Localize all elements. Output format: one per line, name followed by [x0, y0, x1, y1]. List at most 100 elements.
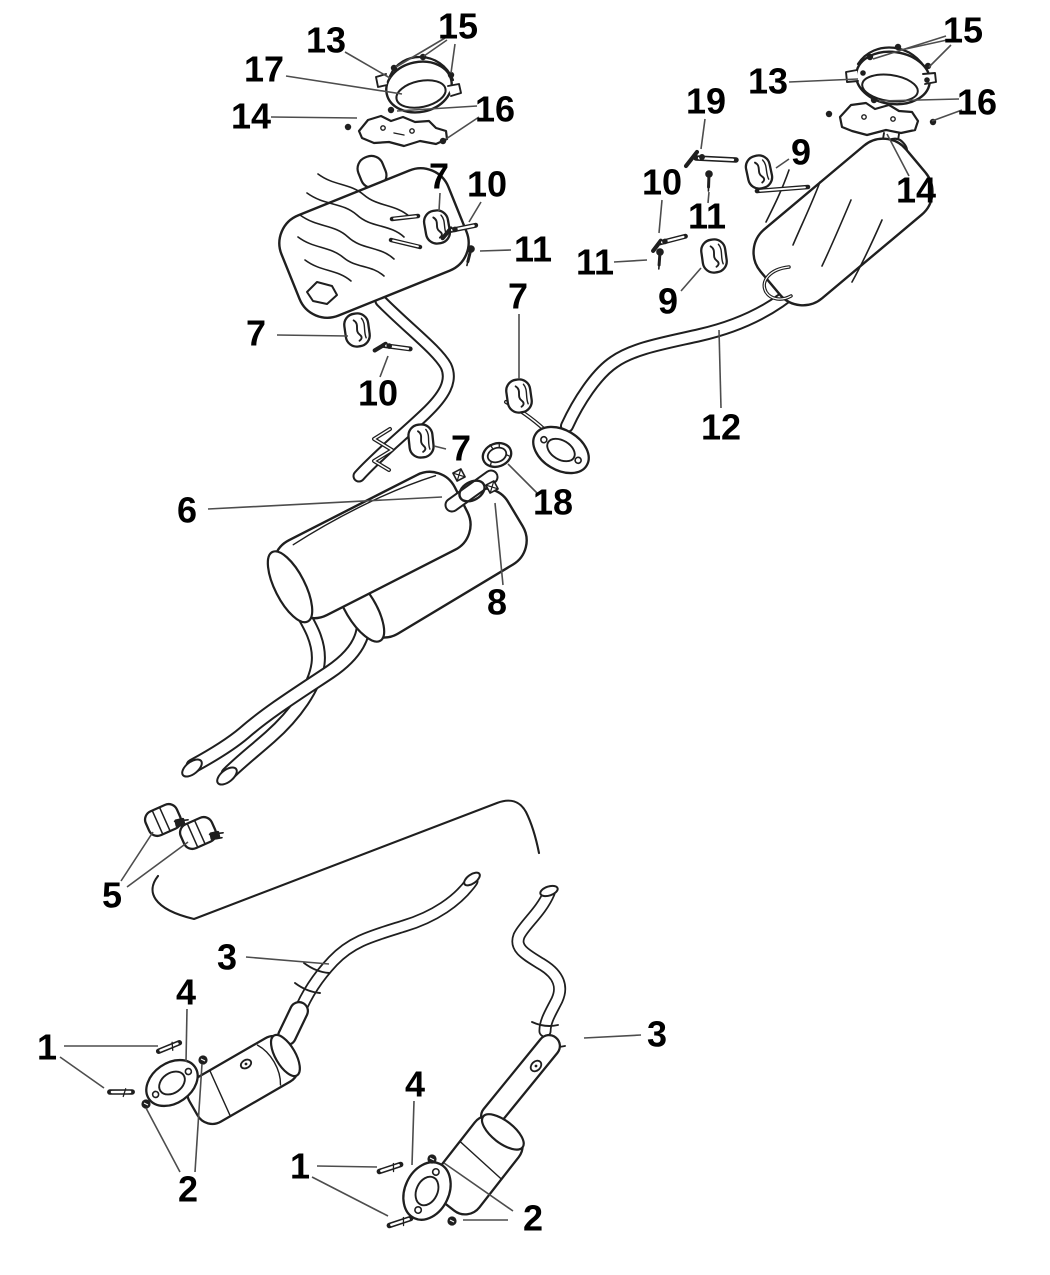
converter-flange: [402, 1161, 452, 1221]
leader-line-12: [718, 329, 722, 409]
callout-11-12: 11: [688, 196, 726, 237]
callout-9-10: 9: [791, 132, 811, 173]
tip-tab-left: [375, 73, 388, 88]
leader-line-16: [931, 109, 963, 122]
leader-line-16: [396, 105, 478, 112]
tailpipe-end: [181, 758, 203, 778]
leader-line-7: [438, 192, 441, 212]
leader-line-4: [411, 1100, 415, 1166]
flange-stud-1: [109, 1086, 132, 1098]
clamp-ear: [452, 468, 466, 482]
pipe-flange: [504, 400, 590, 475]
callout-1-33: 1: [290, 1146, 310, 1187]
callout-15-5: 15: [943, 10, 983, 51]
leader-line-3: [245, 956, 330, 965]
leader-line-7: [433, 445, 447, 450]
isolator-grommet-9: [742, 152, 776, 192]
leader-line-4: [185, 1008, 188, 1063]
leader-line-10: [658, 199, 663, 234]
leader-line-15: [928, 44, 952, 68]
flange-nut-2: [140, 1098, 152, 1110]
callout-7-16: 7: [429, 156, 449, 197]
callout-4-32: 4: [405, 1064, 425, 1105]
callout-10-20: 10: [358, 373, 398, 414]
pipe-open-end: [539, 884, 559, 898]
isolator-grommet-7: [406, 422, 436, 460]
callout-7-22: 7: [451, 428, 471, 469]
callout-13-0: 13: [306, 20, 346, 61]
screw-16: [344, 123, 352, 131]
leader-line-15: [423, 39, 448, 57]
callout-10-17: 10: [467, 164, 507, 205]
leader-line-13: [788, 78, 859, 83]
screw-15: [866, 53, 874, 61]
muffler-bracket: [306, 281, 338, 305]
tailpipe-b: [185, 605, 371, 774]
callout-1-29: 1: [37, 1027, 57, 1068]
leader-line-15: [395, 37, 446, 68]
screw-15: [390, 64, 398, 72]
leader-line-5: [120, 831, 154, 882]
leader-line-7: [276, 334, 349, 337]
hanger-pin-10: [652, 236, 687, 251]
exhaust-pipe-3-left: [277, 871, 481, 1046]
leader-line-13: [344, 51, 391, 79]
tip-tab-right: [447, 83, 462, 97]
leader-line-6: [207, 496, 443, 510]
screw-15: [924, 77, 930, 83]
callout-11-18: 11: [514, 229, 552, 270]
flange-stud-1: [389, 1217, 412, 1228]
callout-10-11: 10: [642, 162, 682, 203]
leader-line-1: [59, 1056, 105, 1089]
converter-flange: [145, 1058, 199, 1108]
flange-nut-2: [446, 1215, 458, 1227]
catalytic-converter-right: [379, 1059, 543, 1228]
callout-9-14: 9: [658, 281, 678, 322]
leader-line-17: [285, 75, 403, 95]
exhaust-pipe-3-right: [480, 884, 567, 1128]
leader-line-2: [145, 1107, 181, 1173]
leader-line-15: [450, 43, 456, 74]
flange-stud-1: [379, 1163, 402, 1174]
callout-2-30: 2: [178, 1169, 198, 1210]
leader-line-10: [468, 201, 482, 223]
tip-trim-ring: [395, 79, 447, 109]
screw-15: [924, 62, 932, 70]
flange-stud-1: [157, 1041, 180, 1053]
leader-line-16: [878, 98, 960, 102]
callout-18-23: 18: [533, 482, 573, 523]
leader-line-16: [445, 116, 480, 140]
pipe-sweep-outline: [151, 799, 541, 921]
callout-17-2: 17: [244, 49, 284, 90]
gasket-ring-18: [481, 441, 513, 469]
bolt-11: [653, 246, 666, 271]
callout-16-4: 16: [475, 89, 515, 130]
front-pipe-12: [560, 280, 805, 433]
bolt-11: [703, 168, 715, 193]
weld-ring: [294, 962, 330, 994]
leader-line-15: [900, 39, 948, 51]
catalytic-converter-left: [109, 1033, 301, 1126]
flange-nut-2: [426, 1153, 438, 1165]
flange-nut-2: [197, 1054, 209, 1066]
leader-line-2: [443, 1162, 514, 1212]
callout-11-13: 11: [576, 242, 614, 283]
leader-line-1: [316, 1165, 378, 1168]
leader-line-14: [886, 133, 910, 177]
exhaust-tip-left: [375, 53, 462, 114]
callout-7-19: 7: [246, 313, 266, 354]
callout-6-24: 6: [177, 490, 197, 531]
leader-line-2: [194, 1063, 203, 1173]
callout-12-15: 12: [701, 407, 741, 448]
callout-14-9: 14: [896, 170, 936, 211]
screw-15: [894, 43, 902, 51]
hanger-pin-10: [375, 340, 411, 358]
callout-5-26: 5: [102, 875, 122, 916]
callout-13-6: 13: [748, 61, 788, 102]
callout-19-7: 19: [686, 81, 726, 122]
leader-line-11: [707, 191, 710, 204]
callout-2-34: 2: [523, 1198, 543, 1239]
rear-muffler-right: [752, 137, 934, 307]
